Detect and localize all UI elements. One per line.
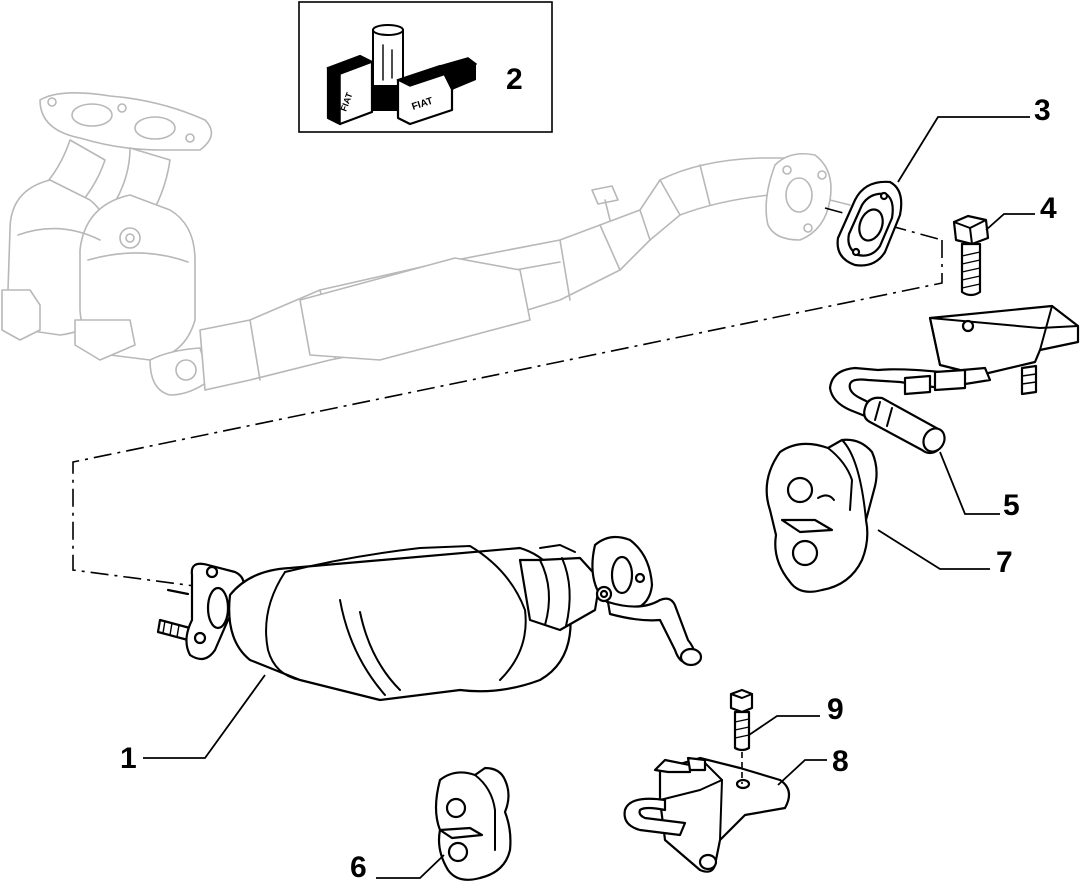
leader-7 [877, 529, 990, 570]
callout-1: 1 [120, 742, 137, 775]
mounting-bracket-part [623, 756, 791, 873]
reference-dashdot-line-2 [824, 207, 943, 241]
callout-7: 7 [996, 546, 1013, 579]
rubber-mount-lower-part [434, 766, 512, 881]
catalytic-converter-part [156, 535, 703, 702]
callout-6: 6 [350, 851, 367, 884]
callout-3: 3 [1034, 94, 1051, 127]
callout-5: 5 [1003, 489, 1020, 522]
reference-dashdot-line [72, 240, 943, 593]
bolt-part [952, 214, 990, 297]
leader-9 [748, 715, 820, 736]
leader-8 [777, 759, 827, 786]
leader-1 [143, 674, 266, 759]
small-bolt-part [729, 688, 754, 784]
leader-5 [939, 451, 1000, 515]
leader-3 [897, 116, 1030, 183]
bracket-hanger-part [828, 304, 1080, 455]
kit-box: FIAT FIAT [298, 1, 553, 133]
rubber-mount-upper-part [765, 438, 878, 593]
callout-4: 4 [1040, 192, 1057, 225]
callout-2: 2 [506, 63, 523, 96]
callout-9: 9 [827, 693, 844, 726]
gasket-part [836, 180, 903, 267]
callout-numbers: 1 2 3 4 5 6 7 8 9 [120, 63, 1057, 884]
leader-lines [143, 116, 1035, 879]
callout-8: 8 [832, 745, 849, 778]
leader-4 [985, 213, 1035, 231]
leader-6 [376, 854, 445, 879]
reference-exhaust-assembly [1, 92, 851, 396]
